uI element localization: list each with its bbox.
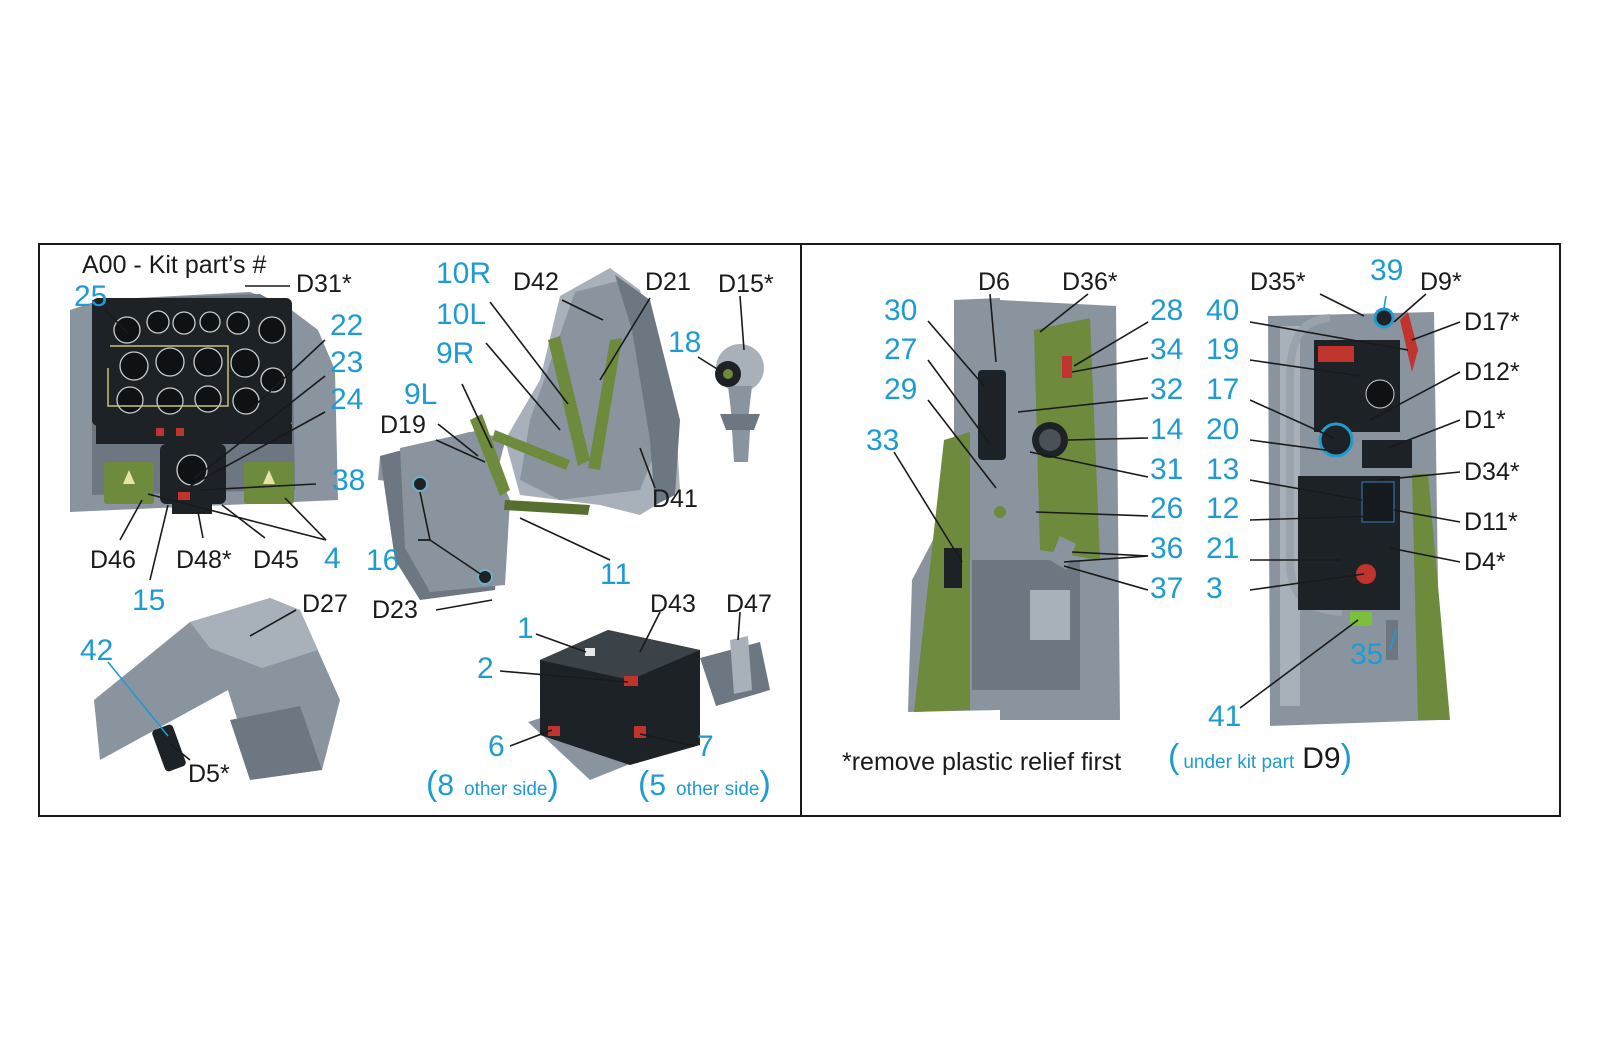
label-9r: 9R	[436, 337, 474, 370]
label-d19: D19	[380, 411, 426, 439]
label-9l: 9L	[404, 378, 437, 411]
seat-leaders	[418, 297, 656, 611]
label-23: 23	[330, 346, 363, 379]
label-18: 18	[668, 326, 701, 359]
label-2: 2	[477, 652, 494, 685]
left-sidewall-picture	[908, 298, 1120, 720]
label-d41: D41	[652, 485, 698, 513]
radio-box-leaders	[499, 611, 741, 747]
leader-18	[697, 356, 723, 373]
label-24: 24	[330, 383, 363, 416]
leader-d27	[249, 609, 297, 637]
label-d48: D48*	[176, 546, 232, 574]
label-41: 41	[1208, 700, 1241, 733]
label-39: 39	[1370, 254, 1403, 287]
note-remove-relief: *remove plastic relief first	[842, 748, 1121, 776]
label-11: 11	[600, 558, 631, 591]
label-25: 25	[74, 280, 107, 313]
label-d21: D21	[645, 268, 691, 296]
right-panel: D6 D36* 30 28 27 34 29 32 33 14 31 26 36…	[842, 254, 1520, 776]
label-31: 31	[1150, 453, 1183, 486]
label-20: 20	[1206, 413, 1239, 446]
label-d1: D1*	[1464, 406, 1506, 434]
label-26: 26	[1150, 492, 1183, 525]
label-3: 3	[1206, 572, 1223, 605]
label-42: 42	[80, 634, 113, 667]
note-5-text: other side	[676, 779, 759, 800]
label-21: 21	[1206, 532, 1239, 565]
label-16: 16	[366, 544, 399, 577]
label-6: 6	[488, 730, 505, 763]
control-stick-picture	[715, 344, 764, 462]
title: A00 - Kit part’s #	[82, 251, 266, 279]
label-38: 38	[332, 464, 365, 497]
label-10l: 10L	[436, 298, 486, 331]
label-27: 27	[884, 333, 917, 366]
right-sidewall-leaders	[1239, 293, 1461, 709]
left-sidewall-leaders	[893, 293, 1149, 591]
label-37: 37	[1150, 572, 1183, 605]
label-4: 4	[324, 542, 341, 575]
label-28: 28	[1150, 294, 1183, 327]
label-36: 36	[1150, 532, 1183, 565]
label-d5: D5*	[188, 760, 230, 788]
label-d34: D34*	[1464, 458, 1520, 486]
label-10r: 10R	[436, 257, 491, 290]
leader-d5	[169, 743, 191, 761]
label-14: 14	[1150, 413, 1183, 446]
label-d9: D9*	[1420, 268, 1462, 296]
label-30: 30	[884, 294, 917, 327]
instrument-panel-leaders	[104, 285, 327, 581]
label-33: 33	[866, 424, 899, 457]
label-d36: D36*	[1062, 268, 1118, 296]
label-7: 7	[697, 730, 714, 763]
label-d12: D12*	[1464, 358, 1520, 386]
label-d46: D46	[90, 546, 136, 574]
label-1: 1	[517, 612, 534, 645]
note-under-part: D9	[1302, 742, 1340, 775]
label-d17: D17*	[1464, 308, 1520, 336]
label-19: 19	[1206, 333, 1239, 366]
label-d47: D47	[726, 590, 772, 618]
label-d6: D6	[978, 268, 1010, 296]
label-d11: D11*	[1464, 508, 1518, 536]
label-32: 32	[1150, 373, 1183, 406]
note-5-number: 5	[649, 769, 666, 802]
leader-d15	[739, 295, 745, 351]
label-22: 22	[330, 309, 363, 342]
label-d15: D15*	[718, 270, 774, 298]
label-13: 13	[1206, 453, 1239, 486]
label-34: 34	[1150, 333, 1183, 366]
label-d43: D43	[650, 590, 696, 618]
note-under-text: under kit part	[1183, 752, 1295, 773]
seat-picture	[378, 268, 680, 600]
label-d4: D4*	[1464, 548, 1506, 576]
label-17: 17	[1206, 373, 1239, 406]
instrument-panel-picture	[70, 292, 338, 514]
label-12: 12	[1206, 492, 1239, 525]
label-35: 35	[1350, 638, 1383, 671]
label-d23: D23	[372, 596, 418, 624]
label-d27: D27	[302, 590, 348, 618]
left-panel: A00 - Kit part’s #	[70, 251, 774, 803]
label-d45: D45	[253, 546, 299, 574]
label-d42: D42	[513, 268, 559, 296]
label-29: 29	[884, 373, 917, 406]
label-15: 15	[132, 584, 165, 617]
leader-42	[107, 661, 169, 737]
sheet-border	[38, 243, 1561, 817]
label-d31: D31*	[296, 270, 352, 298]
label-d35: D35*	[1250, 268, 1306, 296]
note-8-number: 8	[437, 769, 454, 802]
label-40: 40	[1206, 294, 1239, 327]
note-8-text: other side	[464, 779, 547, 800]
radio-box-picture	[528, 630, 770, 780]
